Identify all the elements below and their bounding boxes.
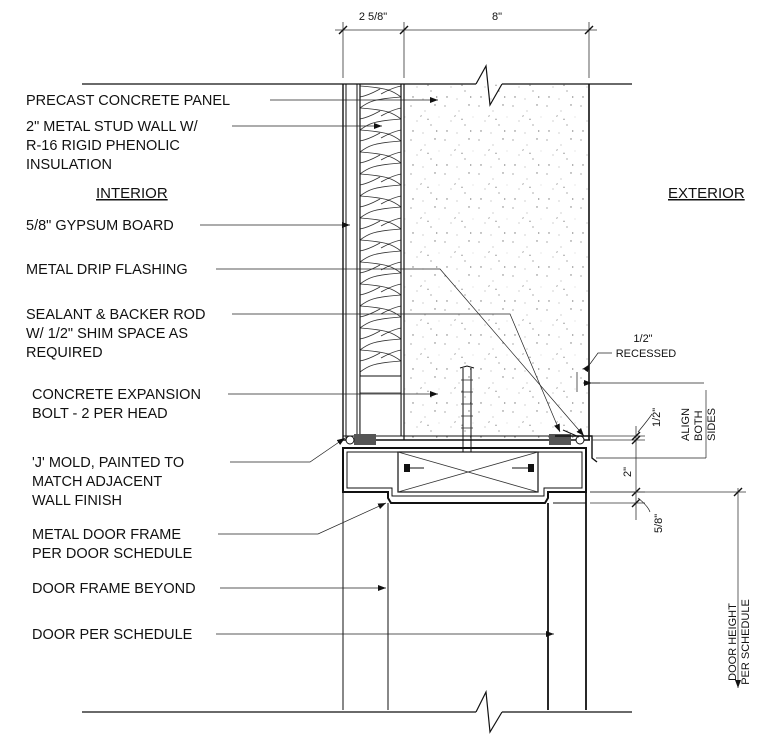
label-jmold-2: MATCH ADJACENT	[32, 474, 162, 490]
right-dimensions: 1/2" RECESSED ALIGN BOTH SIDES 1/2" 2" 5…	[576, 333, 752, 688]
label-stud-2: R-16 RIGID PHENOLIC	[26, 138, 180, 154]
dim-half-inch: 1/2"	[651, 408, 663, 427]
bottom-break-line	[82, 689, 632, 734]
label-bolt-1: CONCRETE EXPANSION	[32, 387, 201, 403]
label-door: DOOR PER SCHEDULE	[32, 627, 193, 643]
expansion-bolt	[459, 365, 475, 452]
align-text-2: BOTH	[693, 410, 705, 441]
dim-five-eighths: 5/8"	[653, 514, 665, 533]
label-jmold-1: 'J' MOLD, PAINTED TO	[32, 455, 184, 471]
interior-heading: INTERIOR	[96, 185, 168, 202]
rigid-insulation	[359, 83, 402, 377]
label-stud-1: 2" METAL STUD WALL W/	[26, 119, 199, 135]
label-sealant-1: SEALANT & BACKER ROD	[26, 307, 205, 323]
exterior-heading: EXTERIOR	[668, 185, 745, 202]
label-sealant-2: W/ 1/2" SHIM SPACE AS	[26, 326, 188, 342]
label-jmold-3: WALL FINISH	[32, 493, 122, 509]
top-break-line	[82, 64, 632, 107]
label-stud-3: INSULATION	[26, 157, 112, 173]
label-precast: PRECAST CONCRETE PANEL	[26, 93, 230, 109]
label-gypsum: 5/8" GYPSUM BOARD	[26, 218, 174, 234]
door-height-text-2: PER SCHEDULE	[740, 599, 752, 685]
door-leaf	[547, 492, 587, 710]
dim-recess-word: RECESSED	[616, 348, 677, 360]
label-drip: METAL DRIP FLASHING	[26, 262, 188, 278]
precast-concrete-panel	[403, 84, 590, 440]
callout-labels: PRECAST CONCRETE PANEL 2" METAL STUD WAL…	[26, 93, 230, 643]
align-text-1: ALIGN	[680, 408, 692, 441]
dim-panel-width: 8"	[492, 11, 502, 23]
label-sealant-3: REQUIRED	[26, 345, 103, 361]
label-frame-1: METAL DOOR FRAME	[32, 527, 181, 543]
top-dimensions: 2 5/8" 8"	[335, 11, 597, 78]
head-joint	[343, 429, 598, 463]
label-frame-2: PER DOOR SCHEDULE	[32, 546, 193, 562]
dim-two-inch: 2"	[622, 467, 634, 477]
callout-leaders	[200, 97, 585, 637]
dim-recess-value: 1/2"	[633, 333, 652, 345]
door-jamb-beyond	[342, 492, 389, 710]
label-bolt-2: BOLT - 2 PER HEAD	[32, 406, 168, 422]
dim-stud-width: 2 5/8"	[359, 11, 387, 23]
align-text-3: SIDES	[706, 408, 718, 441]
label-beyond: DOOR FRAME BEYOND	[32, 581, 196, 597]
door-frame-head	[342, 447, 587, 504]
door-height-text-1: DOOR HEIGHT	[727, 603, 739, 681]
